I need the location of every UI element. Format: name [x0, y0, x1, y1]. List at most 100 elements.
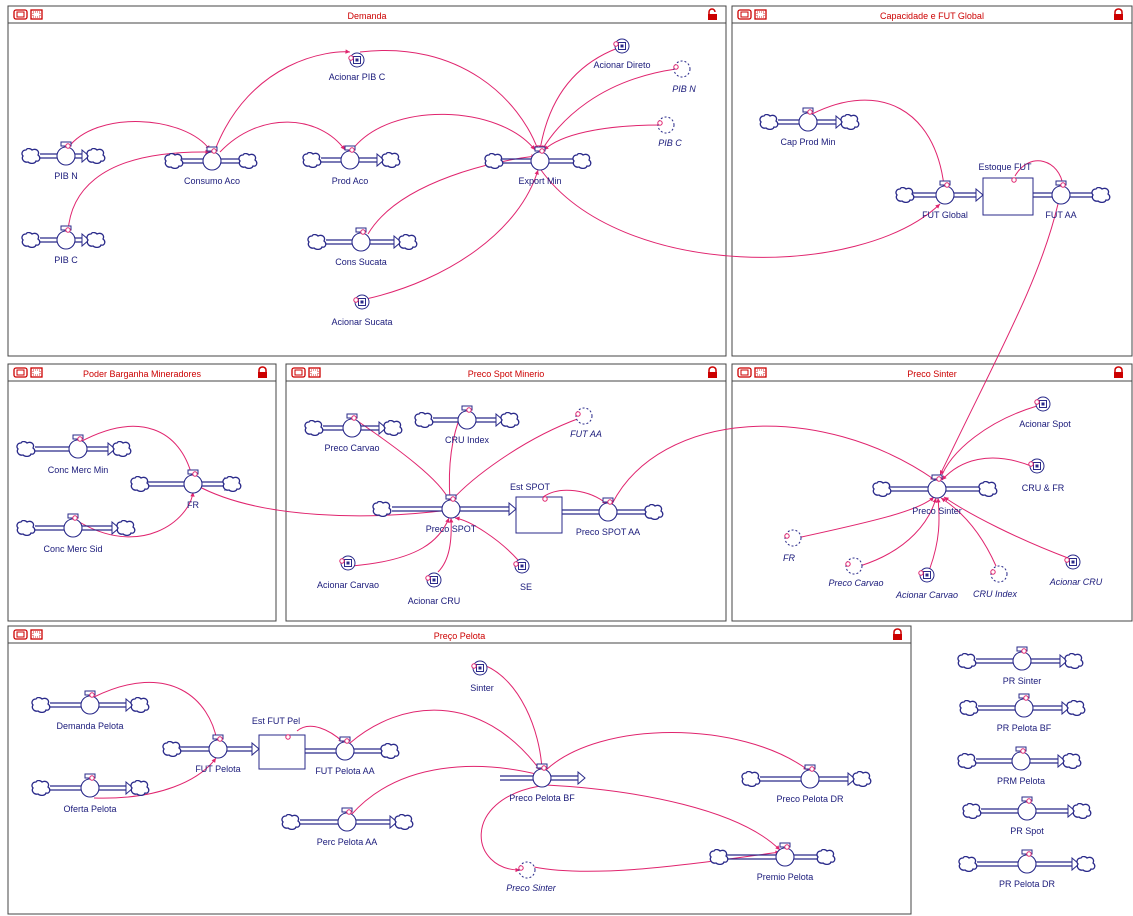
conv-acionar-pib-c[interactable]: Acionar PIB C [329, 52, 386, 82]
ghost-fr[interactable]: FR [783, 529, 802, 563]
causal-link [941, 457, 1032, 481]
flow-demanda-pelota[interactable]: Demanda Pelota [31, 690, 150, 731]
lock-icon[interactable] [708, 366, 717, 378]
cloud-icon [978, 481, 998, 497]
sector-view-icon[interactable] [13, 367, 28, 378]
flow-cap-prod-min[interactable]: Cap Prod Min [759, 107, 860, 147]
flow-pib-c[interactable]: PIB C [21, 225, 106, 265]
cloud-icon [21, 148, 41, 164]
flow-cons-sucata[interactable]: Cons Sucata [307, 227, 418, 267]
conv-acionar-carvao[interactable]: Acionar Carvao [317, 555, 379, 590]
sector-frame-icon[interactable] [754, 9, 767, 20]
flow-pib-n[interactable]: PIB N [21, 141, 106, 181]
sector-frame-icon[interactable] [754, 367, 767, 378]
flow-fut-pelota-aa[interactable]: FUT Pelota AA [305, 736, 400, 776]
node-label: Estoque FUT [978, 162, 1032, 172]
sector-view-icon[interactable] [291, 367, 306, 378]
flow-prod-aco[interactable]: Prod Aco [302, 145, 401, 186]
flow-consumo-aco[interactable]: Consumo Aco [164, 146, 258, 186]
cloud-icon [31, 697, 51, 713]
conv-se[interactable]: SE [513, 558, 532, 592]
flow-oferta-pelota[interactable]: Oferta Pelota [31, 773, 150, 814]
flow-fut-global[interactable]: FUT Global [895, 180, 984, 220]
cloud-icon [383, 420, 403, 436]
flow-premio-pelota[interactable]: Premio Pelota [709, 842, 836, 882]
causal-link [79, 425, 193, 477]
lock-icon[interactable] [893, 628, 902, 640]
sector-view-icon[interactable] [737, 367, 752, 378]
causal-link [929, 497, 940, 569]
node-label: Acionar Direto [593, 60, 650, 70]
flow-conc-merc-sid[interactable]: Conc Merc Sid [16, 513, 136, 554]
node-label: PR Pelota DR [999, 879, 1056, 889]
sector-view-icon[interactable] [13, 629, 28, 640]
sector-view-icon[interactable] [737, 9, 752, 20]
cloud-icon [21, 232, 41, 248]
flow-export-min[interactable]: Export Min [484, 146, 592, 186]
cloud-icon [222, 476, 242, 492]
conv-acionar-direto[interactable]: Acionar Direto [593, 38, 651, 70]
sector-frame-icon[interactable] [30, 629, 43, 640]
node-label: Preco Pelota BF [509, 793, 575, 803]
node-label: Premio Pelota [757, 872, 814, 882]
flow-pr-sinter[interactable]: PR Sinter [957, 646, 1084, 686]
flow-pr-spot[interactable]: PR Spot [962, 796, 1092, 836]
lock-icon[interactable] [1114, 366, 1123, 378]
ghost-acionar-carvao[interactable]: Acionar Carvao [895, 567, 958, 600]
sector-frame-icon[interactable] [308, 367, 321, 378]
lock-icon[interactable] [258, 366, 267, 378]
stock-estoque-fut[interactable]: Estoque FUT [978, 162, 1034, 216]
causal-link [359, 50, 539, 151]
causal-link [219, 121, 346, 153]
stock-est-fut-pel[interactable]: Est FUT Pel [252, 716, 306, 770]
flow-preco-sinter[interactable]: Preco Sinter [872, 474, 998, 516]
ghost-preco-sinter[interactable]: Preco Sinter [506, 861, 557, 893]
causal-link [545, 732, 809, 771]
flow-pr-pelota-bf[interactable]: PR Pelota BF [959, 693, 1086, 733]
node-label: Preco Sinter [912, 506, 962, 516]
node-label: FUT Pelota AA [315, 766, 374, 776]
flow-perc-pelota-aa[interactable]: Perc Pelota AA [281, 807, 414, 847]
conv-acionar-sucata[interactable]: Acionar Sucata [331, 294, 393, 327]
ghost-cru-index[interactable]: CRU Index [973, 565, 1018, 599]
flow-preco-pelota-dr[interactable]: Preco Pelota DR [741, 764, 872, 804]
flow-fr[interactable]: FR [130, 469, 242, 510]
cloud-icon [130, 476, 150, 492]
cloud-icon [484, 153, 504, 169]
flow-preco-spot[interactable]: Preco SPOT [372, 494, 517, 534]
cloud-icon [238, 153, 258, 169]
flow-pr-pelota-dr[interactable]: PR Pelota DR [958, 849, 1096, 889]
ghost-preco-carvao[interactable]: Preco Carvao [828, 557, 884, 588]
flow-preco-carvao[interactable]: Preco Carvao [304, 413, 403, 453]
unlock-icon[interactable] [708, 8, 717, 20]
node-label: CRU & FR [1022, 483, 1065, 493]
flow-cru-index[interactable]: CRU Index [414, 405, 520, 445]
node-label: Acionar Carvao [895, 590, 958, 600]
ghost-pib-c[interactable]: PIB C [657, 116, 682, 148]
sector-view-icon[interactable] [13, 9, 28, 20]
flow-preco-pelota-bf[interactable]: Preco Pelota BF [500, 763, 586, 803]
flow-conc-merc-min[interactable]: Conc Merc Min [16, 434, 132, 475]
ghost-pib-n[interactable]: PIB N [672, 60, 696, 94]
ghost-acionar-cru[interactable]: Acionar CRU [1049, 554, 1103, 587]
cloud-icon [130, 780, 150, 796]
flow-prm-pelota[interactable]: PRM Pelota [957, 746, 1082, 786]
cloud-icon [1066, 700, 1086, 716]
link-arrowhead [340, 145, 345, 150]
causal-link [93, 681, 218, 742]
node-label: Acionar Carvao [317, 580, 379, 590]
flow-fut-aa[interactable]: FUT AA [1033, 180, 1111, 220]
sector-frame-icon[interactable] [30, 367, 43, 378]
lock-icon[interactable] [1114, 8, 1123, 20]
conv-sinter[interactable]: Sinter [470, 660, 494, 693]
stock-est-spot[interactable]: Est SPOT [510, 482, 563, 534]
ghost-fut-aa[interactable]: FUT AA [570, 407, 602, 439]
conv-cru-fr[interactable]: CRU & FR [1022, 458, 1065, 493]
cloud-icon [962, 803, 982, 819]
cloud-icon [164, 153, 184, 169]
conv-acionar-spot[interactable]: Acionar Spot [1019, 396, 1071, 429]
flow-fut-pelota[interactable]: FUT Pelota [162, 734, 260, 774]
conv-acionar-cru[interactable]: Acionar CRU [408, 572, 461, 606]
sector-frame-icon[interactable] [30, 9, 43, 20]
flow-preco-spot-aa[interactable]: Preco SPOT AA [562, 497, 664, 537]
